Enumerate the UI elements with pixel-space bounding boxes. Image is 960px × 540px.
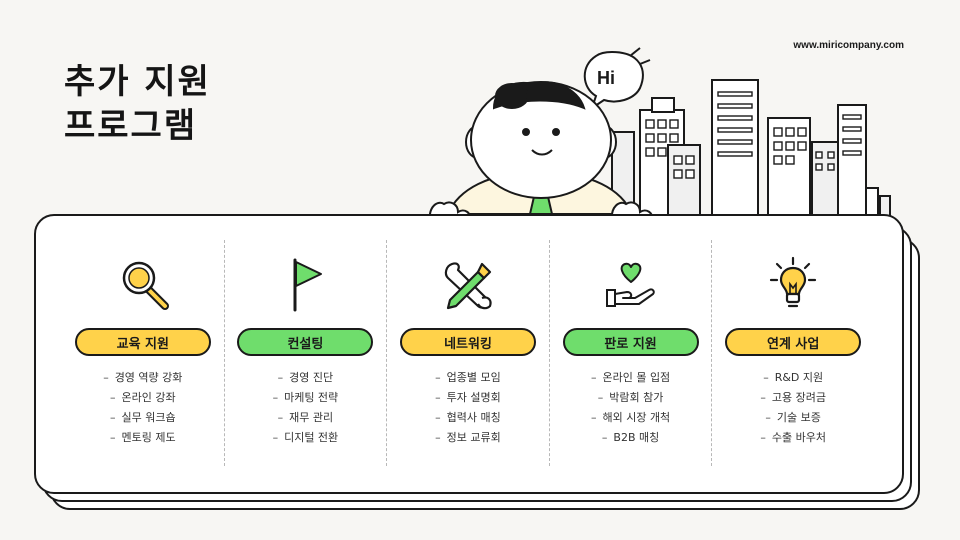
tools-icon xyxy=(438,254,498,314)
list-item: –온라인 강좌 xyxy=(109,391,176,404)
program-label-education: 교육 지원 xyxy=(74,328,211,356)
lightbulb-icon xyxy=(763,254,823,314)
page-title-line-2: 프로그램 xyxy=(64,106,198,146)
list-item: –마케팅 전략 xyxy=(272,391,339,404)
program-label-sales: 판로 지원 xyxy=(562,328,699,356)
program-label-linked-projects: 연계 사업 xyxy=(725,328,862,356)
program-items-linked-projects: –R&D 지원 –고용 장려금 –기술 보증 –수출 바우처 xyxy=(760,368,826,448)
list-item: –B2B 매칭 xyxy=(601,431,660,444)
list-item: –고용 장려금 xyxy=(760,391,826,404)
list-item: –수출 바우처 xyxy=(760,431,826,444)
program-column-education: 교육 지원 –경영 역량 강화 –온라인 강좌 –실무 워크숍 –멘토링 제도 xyxy=(62,240,224,466)
program-items-education: –경영 역량 강화 –온라인 강좌 –실무 워크숍 –멘토링 제도 xyxy=(103,368,182,448)
program-items-sales: –온라인 몰 입점 –박람회 참가 –해외 시장 개척 –B2B 매칭 xyxy=(591,368,670,448)
list-item: –경영 역량 강화 xyxy=(103,371,183,384)
speech-bubble-text: Hi xyxy=(597,68,615,88)
list-item: –업종별 모임 xyxy=(435,371,501,384)
list-item: –온라인 몰 입점 xyxy=(590,371,671,384)
list-item: –재무 관리 xyxy=(277,411,334,424)
program-columns: 교육 지원 –경영 역량 강화 –온라인 강좌 –실무 워크숍 –멘토링 제도 … xyxy=(62,240,874,466)
page-title: 추가 지원 프로그램 xyxy=(64,60,211,148)
program-column-sales: 판로 지원 –온라인 몰 입점 –박람회 참가 –해외 시장 개척 –B2B 매… xyxy=(548,240,712,466)
site-url[interactable]: www.miricompany.com xyxy=(793,40,904,51)
list-item: –투자 설명회 xyxy=(435,391,501,404)
program-column-networking: 네트워킹 –업종별 모임 –투자 설명회 –협력사 매칭 –정보 교류회 xyxy=(386,240,549,466)
page-title-line-1: 추가 지원 xyxy=(64,62,211,102)
heart-hand-icon xyxy=(601,254,661,314)
program-items-networking: –업종별 모임 –투자 설명회 –협력사 매칭 –정보 교류회 xyxy=(435,368,501,448)
list-item: –정보 교류회 xyxy=(435,431,501,444)
list-item: –협력사 매칭 xyxy=(435,411,501,424)
program-column-consulting: 컨설팅 –경영 진단 –마케팅 전략 –재무 관리 –디지털 전환 xyxy=(223,240,387,466)
speech-bubble xyxy=(583,47,651,111)
list-item: –멘토링 제도 xyxy=(109,431,176,444)
program-label-consulting: 컨설팅 xyxy=(237,328,374,356)
list-item: –기술 보증 xyxy=(765,411,821,424)
city-buildings xyxy=(611,79,891,219)
program-items-consulting: –경영 진단 –마케팅 전략 –재무 관리 –디지털 전환 xyxy=(273,368,339,448)
program-column-linked-projects: 연계 사업 –R&D 지원 –고용 장려금 –기술 보증 –수출 바우처 xyxy=(711,240,874,466)
list-item: –R&D 지원 xyxy=(763,371,824,384)
list-item: –경영 진단 xyxy=(277,371,334,384)
magnifier-icon xyxy=(113,254,173,314)
building-windows xyxy=(645,91,862,179)
list-item: –해외 시장 개척 xyxy=(590,411,671,424)
list-item: –실무 워크숍 xyxy=(109,411,176,424)
flag-icon xyxy=(275,254,335,314)
program-label-networking: 네트워킹 xyxy=(399,328,536,356)
character xyxy=(428,81,654,223)
list-item: –디지털 전환 xyxy=(272,431,339,444)
list-item: –박람회 참가 xyxy=(597,391,664,404)
